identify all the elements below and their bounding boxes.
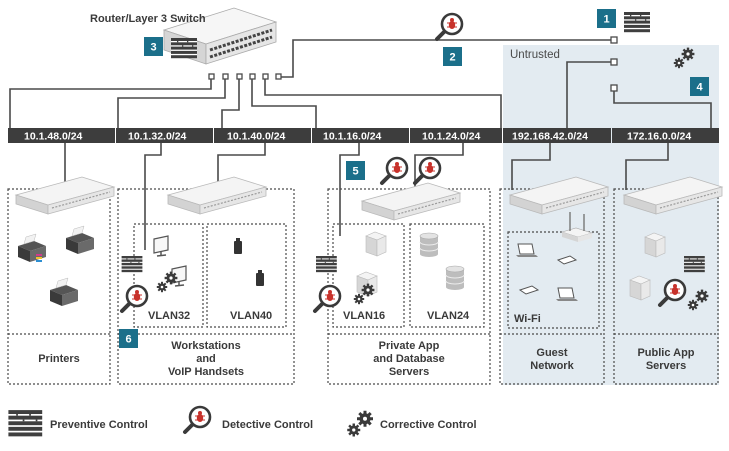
untrusted-ports <box>610 36 618 92</box>
vlan40-label: VLAN40 <box>230 310 272 322</box>
subnet-label-2: 10.1.32.0/24 <box>128 131 187 143</box>
firewall-icon <box>624 12 650 33</box>
badge-6: 6 <box>125 334 131 346</box>
wifi-router-icon <box>560 212 594 242</box>
printer-icon <box>65 225 95 255</box>
workstations-label-2: and <box>196 353 216 365</box>
subnet-label-3: 10.1.40.0/24 <box>227 131 286 143</box>
legend-gears-icon <box>347 411 373 437</box>
phone-icon <box>256 270 264 286</box>
server-icon <box>644 232 666 258</box>
servers-label-3: Servers <box>389 366 429 378</box>
magnifier-bug-icon <box>435 12 464 41</box>
monitor-icon <box>153 235 169 257</box>
magnifier-bug-icon <box>380 156 409 185</box>
servers-label-2: and Database <box>373 353 445 365</box>
subnet-label-1: 10.1.48.0/24 <box>24 131 83 143</box>
subnet-label-7: 172.16.0.0/24 <box>627 131 691 143</box>
printers-switch-icon <box>15 176 115 215</box>
badge-5: 5 <box>352 166 358 178</box>
subnet-label-5: 10.1.24.0/24 <box>422 131 481 143</box>
workstations-label-3: VoIP Handsets <box>168 366 244 378</box>
server-icon <box>365 231 387 257</box>
legend-magnifier-bug-icon <box>183 405 212 434</box>
printers-label: Printers <box>38 353 80 365</box>
firewall-icon <box>171 38 197 59</box>
badge-3: 3 <box>150 42 156 54</box>
vlan32-label: VLAN32 <box>148 310 190 322</box>
subnet-label-4: 10.1.16.0/24 <box>323 131 382 143</box>
workstations-label-1: Workstations <box>171 340 240 352</box>
badge-2: 2 <box>449 52 455 64</box>
guest-label-2: Network <box>530 360 574 372</box>
router-label: Router/Layer 3 Switch <box>90 13 206 25</box>
magnifier-bug-icon <box>313 284 342 313</box>
guest-label-1: Guest <box>536 347 568 359</box>
gears-icon <box>157 272 178 293</box>
server-icon <box>629 275 651 301</box>
magnifier-bug-icon <box>413 156 442 185</box>
subnet-label-6: 192.168.42.0/24 <box>512 131 588 143</box>
workstations-switch-icon <box>167 176 267 215</box>
firewall-icon <box>121 256 143 273</box>
firewall-icon <box>316 256 337 273</box>
subnet-bars <box>8 128 719 143</box>
phone-icon <box>234 238 242 254</box>
vlan24-label: VLAN24 <box>427 310 470 322</box>
network-links <box>9 39 712 250</box>
vlan16-label: VLAN16 <box>343 310 385 322</box>
untrusted-zone <box>503 45 719 385</box>
badge-4: 4 <box>696 82 703 94</box>
wifi-label: Wi-Fi <box>514 313 541 325</box>
database-icon <box>445 265 465 291</box>
legend-preventive-label: Preventive Control <box>50 419 148 431</box>
legend-corrective-label: Corrective Control <box>380 419 477 431</box>
badge-1: 1 <box>603 14 609 26</box>
database-icon <box>419 232 439 258</box>
badges <box>119 9 709 348</box>
legend-detective-label: Detective Control <box>222 419 313 431</box>
untrusted-label: Untrusted <box>510 49 560 61</box>
legend-firewall-icon <box>8 410 43 437</box>
public-label-2: Servers <box>646 360 686 372</box>
printer-icon <box>49 277 79 307</box>
router-ports <box>208 73 282 80</box>
servers-label-1: Private App <box>379 340 440 352</box>
firewall-icon <box>684 256 705 273</box>
public-label-1: Public App <box>637 347 694 359</box>
